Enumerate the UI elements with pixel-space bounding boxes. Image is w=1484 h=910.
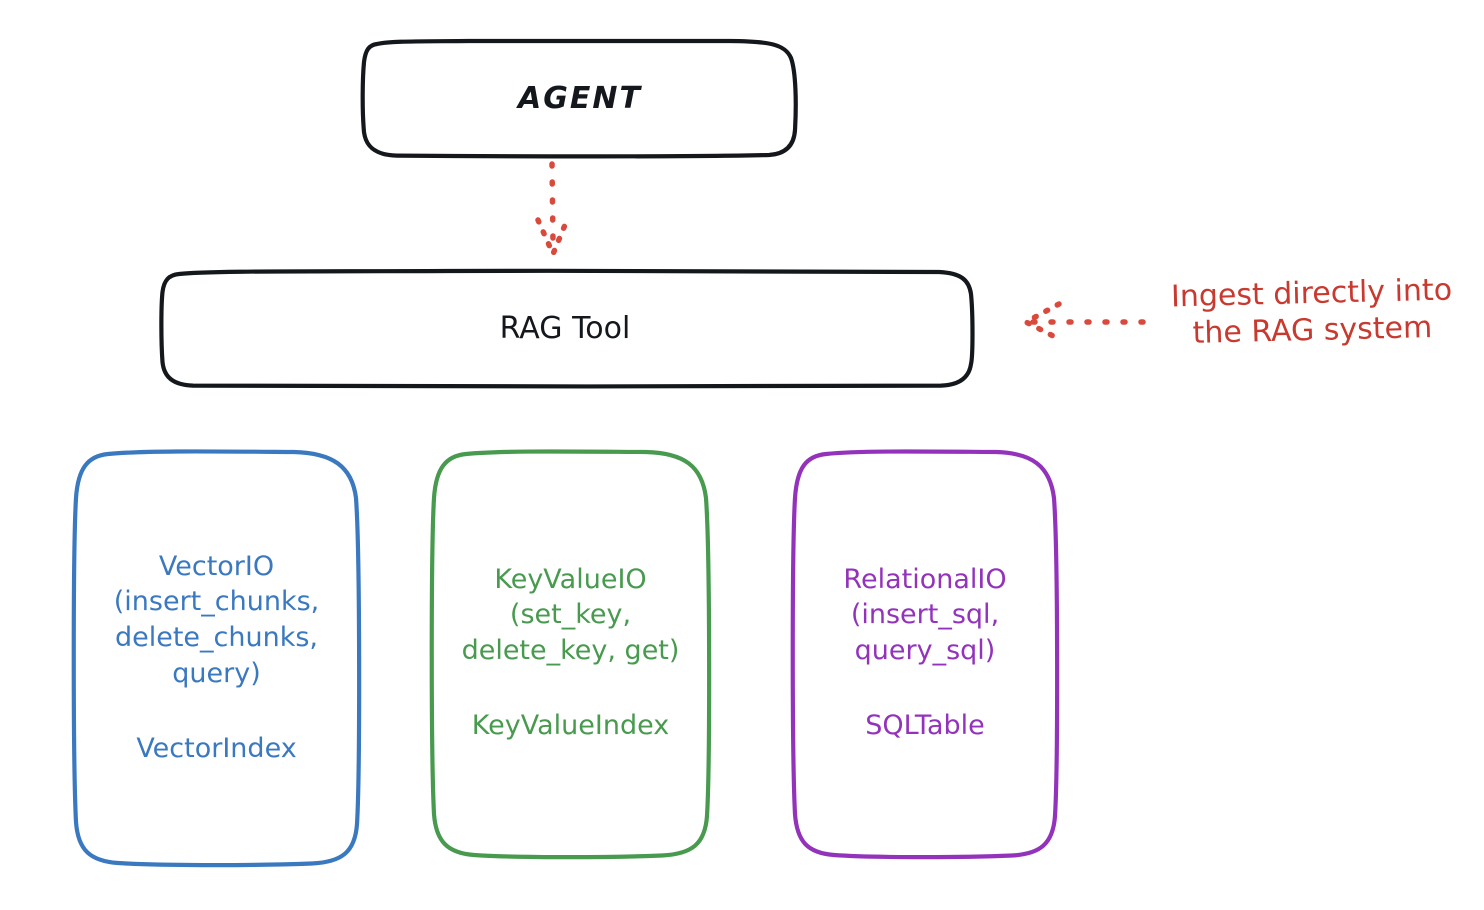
node-vector-io[interactable]: VectorIO (insert_chunks, delete_chunks, … xyxy=(70,449,363,868)
relational-io-label: RelationalIO (insert_sql, query_sql) SQL… xyxy=(790,526,1060,779)
node-relational-io[interactable]: RelationalIO (insert_sql, query_sql) SQL… xyxy=(790,449,1060,860)
arrow-head xyxy=(535,217,570,257)
sql-table-label: SQLTable xyxy=(865,709,985,741)
key-value-io-label: KeyValueIO (set_key, delete_key, get) Ke… xyxy=(428,526,713,779)
vector-index-label: VectorIndex xyxy=(136,732,297,764)
arrow-head xyxy=(1023,301,1062,342)
vector-io-api-label: VectorIO (insert_chunks, delete_chunks, … xyxy=(113,550,320,689)
agent-label: AGENT xyxy=(518,80,642,116)
node-agent[interactable]: AGENT xyxy=(355,38,805,159)
ingest-arrow xyxy=(1023,301,1146,342)
ingest-annotation-text: Ingest directly into the RAG system xyxy=(1170,272,1453,351)
node-key-value-io[interactable]: KeyValueIO (set_key, delete_key, get) Ke… xyxy=(428,449,713,860)
relational-io-api-label: RelationalIO (insert_sql, query_sql) xyxy=(843,563,1007,666)
key-value-io-api-label: KeyValueIO (set_key, delete_key, get) xyxy=(461,563,680,666)
vector-io-label: VectorIO (insert_chunks, delete_chunks, … xyxy=(70,513,363,802)
agent-to-rag-tool-arrow xyxy=(535,161,570,257)
key-value-index-label: KeyValueIndex xyxy=(471,709,670,741)
rag-tool-label: RAG Tool xyxy=(499,310,631,346)
node-rag-tool[interactable]: RAG Tool xyxy=(155,268,975,389)
arrow-shaft xyxy=(549,161,556,245)
